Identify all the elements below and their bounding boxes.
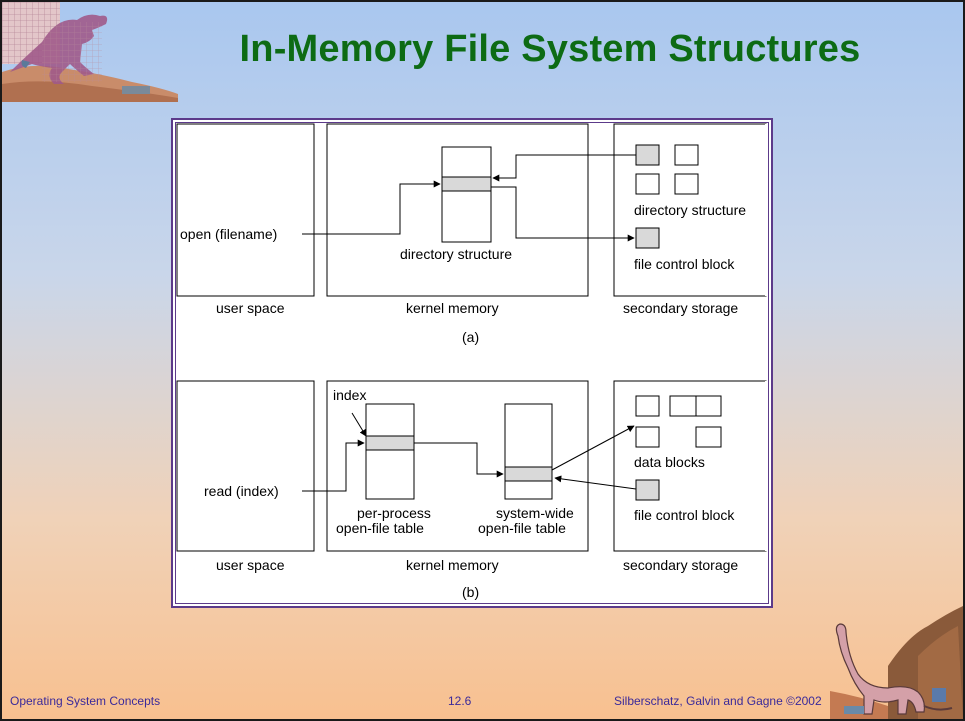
a-storage-block-1 [635, 144, 660, 166]
b-index-arrow [351, 412, 367, 437]
a-storage-block-3 [635, 173, 660, 195]
a-storage-block-4 [674, 173, 699, 195]
a-storage-directory-label: directory structure [634, 202, 746, 218]
b-read-arrow [302, 439, 365, 492]
b-read-call-label: read (index) [204, 483, 279, 499]
b-data-block-4 [635, 426, 660, 448]
b-per-process-table [365, 403, 415, 500]
footer-slide-number: 12.6 [448, 694, 472, 708]
footer-authors: Silberschatz, Galvin and Gagne ©2002 [614, 694, 822, 708]
a-directory-structure-table [441, 146, 492, 243]
a-user-space-label: user space [216, 300, 285, 316]
a-directory-entry [441, 176, 492, 192]
diagram-a [176, 123, 767, 297]
b-per-process-label-1: per-process [357, 505, 431, 521]
b-user-space-box [176, 380, 315, 552]
b-system-wide-label-1: system-wide [496, 505, 574, 521]
b-system-wide-table [504, 403, 553, 500]
a-kernel-memory-box [326, 123, 589, 297]
b-system-wide-entry [504, 466, 553, 482]
b-kernel-memory-box [326, 380, 589, 552]
b-data-block-1 [635, 395, 660, 417]
dinosaur-logo-bottom-right [830, 606, 963, 719]
a-open-arrow [302, 180, 441, 235]
b-data-block-3 [695, 395, 722, 417]
b-data-blocks-label: data blocks [634, 454, 705, 470]
b-kernel-memory-label: kernel memory [406, 557, 499, 573]
b-system-to-data-arrow [551, 425, 635, 471]
b-fcb-label: file control block [634, 507, 735, 523]
b-data-block-2 [669, 395, 697, 417]
a-directory-fetch-arrow [492, 154, 636, 182]
a-fcb-label: file control block [634, 256, 735, 272]
a-fcb-arrow [491, 186, 635, 242]
diagram-frame [171, 118, 773, 608]
b-user-space-label: user space [216, 557, 285, 573]
a-storage-block-2 [674, 144, 699, 166]
a-kernel-memory-label: kernel memory [406, 300, 499, 316]
footer-course-title: Operating System Concepts [10, 694, 161, 708]
b-fcb-block [635, 479, 660, 501]
slide-title: In-Memory File System Structures [239, 28, 861, 70]
b-system-wide-label-2: open-file table [478, 520, 566, 536]
b-diagram-label: (b) [462, 584, 479, 600]
a-fcb-block [635, 227, 660, 249]
b-per-process-label-2: open-file table [336, 520, 424, 536]
a-diagram-label: (a) [462, 329, 479, 345]
b-fcb-to-system-arrow [554, 475, 637, 490]
a-user-space-box [176, 123, 315, 297]
b-data-block-5 [695, 426, 722, 448]
b-per-process-to-system-arrow [414, 442, 504, 478]
b-per-process-entry [365, 435, 415, 451]
a-open-call-label: open (filename) [180, 226, 277, 242]
diagram-b [176, 380, 767, 552]
a-directory-structure-label: directory structure [400, 246, 512, 262]
a-secondary-storage-label: secondary storage [623, 300, 738, 316]
b-index-label: index [333, 387, 366, 403]
b-secondary-storage-label: secondary storage [623, 557, 738, 573]
dinosaur-logo-top-left [2, 2, 178, 102]
